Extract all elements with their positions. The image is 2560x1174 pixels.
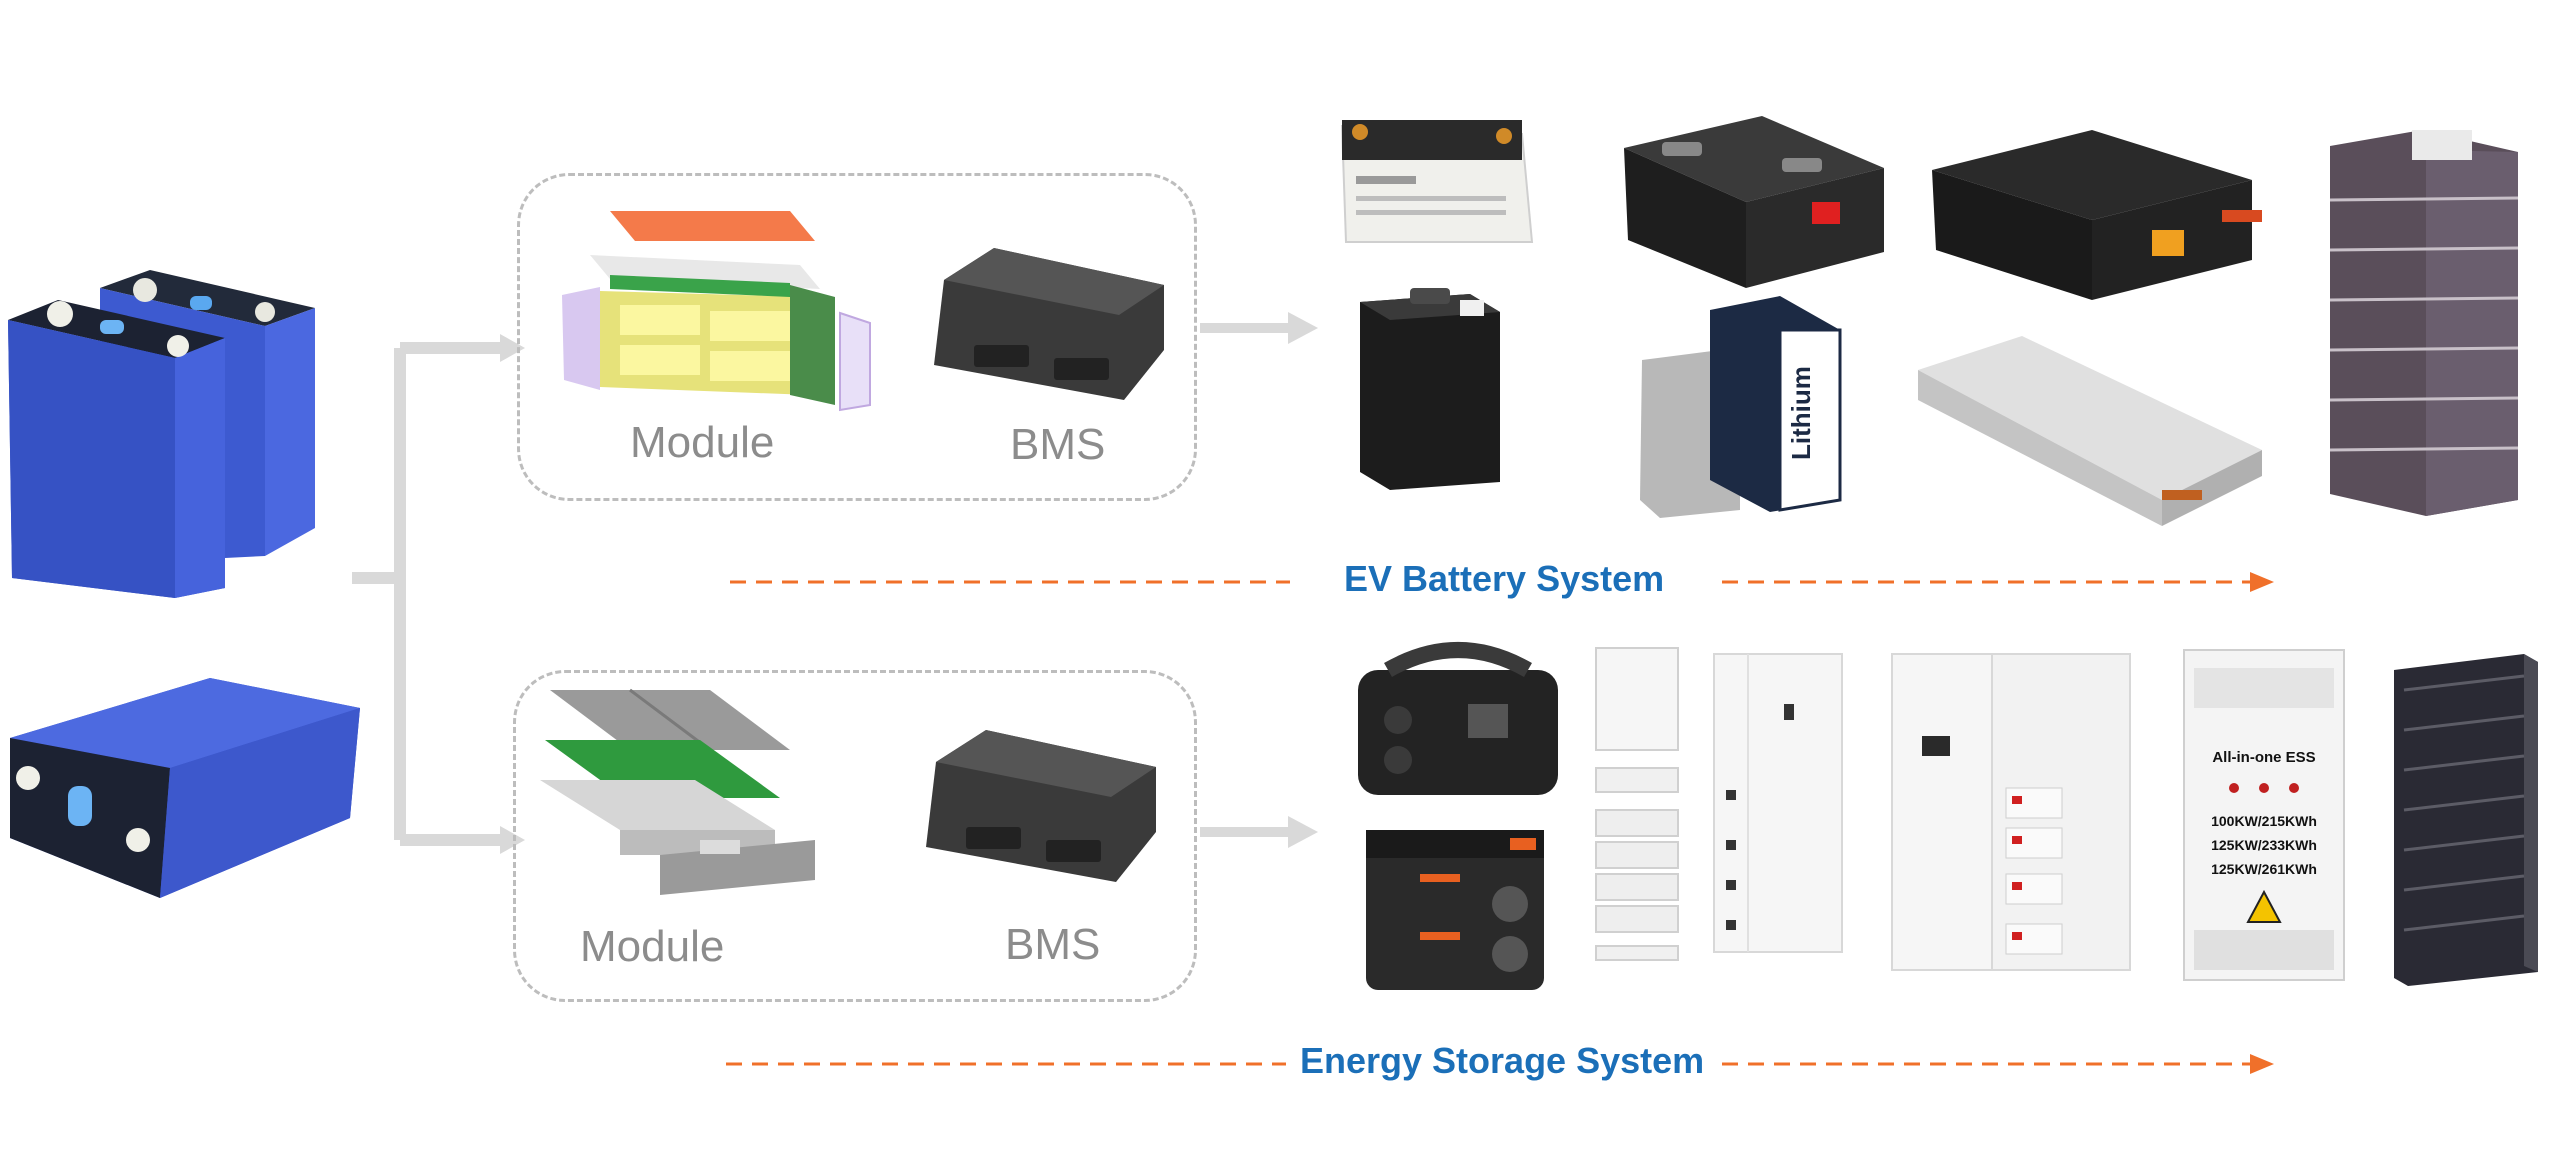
ev-products-arrow xyxy=(1200,312,1318,344)
ev-system-dashed-arrow-right xyxy=(1722,572,2274,592)
prismatic-cell-pair-illustration xyxy=(8,270,315,598)
ev-bms-label: BMS xyxy=(1010,420,1106,469)
lithium-text: Lithium xyxy=(1786,366,1816,460)
ess-system-dashed-arrow-left xyxy=(726,1062,1286,1066)
ev-battery-module-icon xyxy=(562,211,871,412)
cabinet-spec-line-1: 100KW/215KWh xyxy=(2211,813,2317,829)
ess-module-bms-box xyxy=(513,670,1197,1002)
stacked-power-station-image xyxy=(1366,830,1544,990)
ev-system-dashed-arrow-left xyxy=(730,580,1290,584)
ess-system-dashed-arrow-right xyxy=(1722,1054,2274,1074)
all-in-one-ess-cabinet-image: All-in-one ESS 100KW/215KWh 125KW/233KWh… xyxy=(2183,649,2345,981)
ev-pack-image xyxy=(1932,130,2262,300)
battery-rack-image xyxy=(2394,654,2538,986)
modular-home-ess-image xyxy=(1595,647,1679,961)
silver-ev-pack-image xyxy=(1918,336,2262,526)
ev-battery-system-label: EV Battery System xyxy=(1344,558,1665,599)
ev-module-label: Module xyxy=(630,418,775,467)
ev-module-bms-box xyxy=(517,173,1197,501)
commercial-cabinet-open-image xyxy=(1891,653,2131,971)
ess-module-label: Module xyxy=(580,922,725,971)
portable-power-station-image xyxy=(1358,642,1558,795)
ess-products-arrow xyxy=(1200,816,1318,848)
stacked-home-ess-tower-image xyxy=(1713,653,1843,953)
ess-bms-icon xyxy=(926,730,1156,882)
flat-cell-illustration xyxy=(10,678,360,898)
ev-bms-icon xyxy=(934,248,1164,400)
lead-replacement-battery-image xyxy=(1340,120,1534,243)
ess-battery-module-icon xyxy=(540,688,815,895)
branch-connector xyxy=(352,334,525,854)
cabinet-title-text: All-in-one ESS xyxy=(2212,749,2315,766)
energy-storage-system-label: Energy Storage System xyxy=(1300,1040,1705,1081)
lithium-battery-pair-image: Lithium xyxy=(1640,296,1842,518)
black-box-battery-image xyxy=(1624,116,1884,288)
compact-battery-image xyxy=(1360,288,1500,490)
ess-bms-label: BMS xyxy=(1005,920,1101,969)
cabinet-spec-line-2: 125KW/233KWh xyxy=(2211,837,2317,853)
cabinet-spec-line-3: 125KW/261KWh xyxy=(2211,861,2317,877)
rack-battery-tower-image xyxy=(2329,130,2519,516)
